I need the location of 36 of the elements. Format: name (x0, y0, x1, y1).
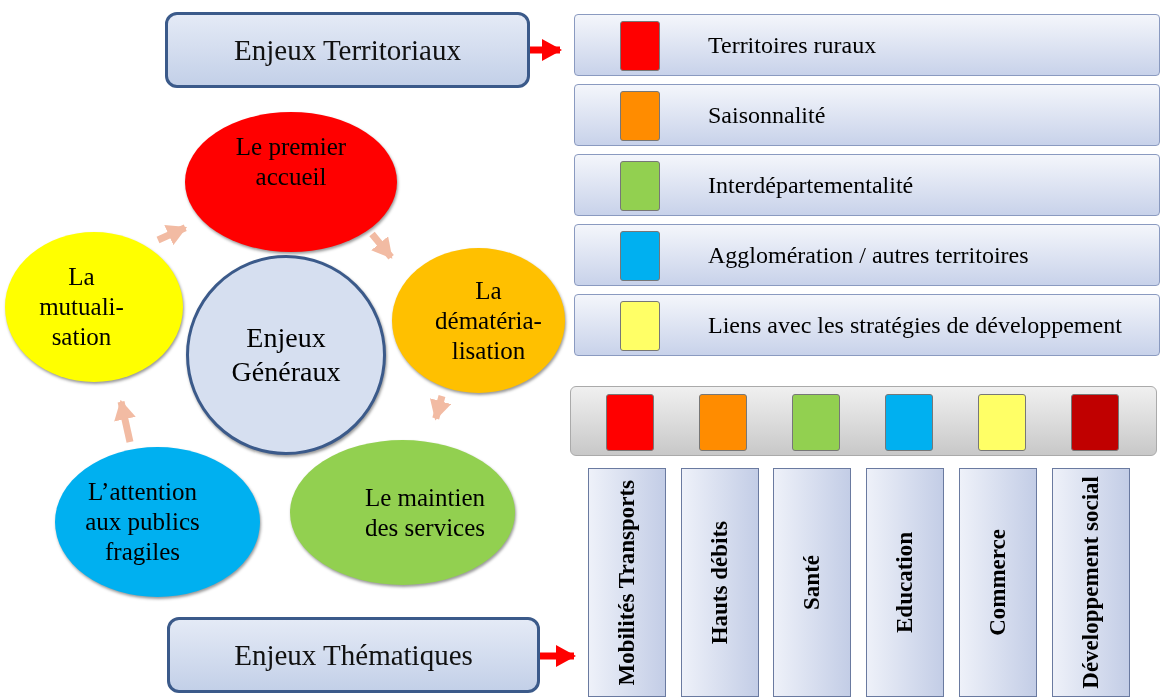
category-band (574, 84, 1160, 146)
band-label: Territoires ruraux (708, 31, 878, 60)
arrow (530, 39, 562, 61)
band-label: Agglomération / autres territoires (708, 241, 1030, 270)
column-label: Développement social (1078, 476, 1104, 689)
ellipse-label: La mutuali- sation (38, 262, 125, 352)
theme-column (866, 468, 944, 697)
theme-column (773, 468, 851, 697)
category-band (574, 294, 1160, 356)
category-band (574, 224, 1160, 286)
arrow (114, 399, 136, 443)
column-label: Santé (799, 555, 825, 610)
theme-column (959, 468, 1037, 697)
band-label: Saisonnalité (708, 101, 827, 130)
ellipse-label: Enjeux Généraux (230, 321, 342, 389)
ellipse-label: La dématéria- lisation (434, 275, 543, 366)
theme-column (588, 468, 666, 697)
arrow (429, 395, 452, 421)
column-label: Commerce (985, 529, 1011, 636)
column-label: Hauts débits (707, 520, 733, 645)
ellipse-label: Le premier accueil (234, 132, 348, 192)
arrow (369, 231, 394, 260)
column-label: Education (892, 532, 918, 633)
arrow (540, 645, 576, 667)
ellipse-label: Le maintien des services (363, 482, 487, 543)
category-band (574, 14, 1160, 76)
arrow (156, 224, 188, 246)
band-label: Liens avec les stratégies de développement (708, 311, 1123, 340)
ellipse-label: L’attention aux publics fragiles (84, 477, 201, 567)
column-label: Mobilités Transports (614, 479, 640, 686)
category-band (574, 154, 1160, 216)
label-box: Enjeux Thématiques (167, 617, 540, 693)
label-box: Enjeux Territoriaux (165, 12, 530, 88)
theme-column (681, 468, 759, 697)
band-label: Interdépartementalité (708, 171, 915, 200)
theme-column (1052, 468, 1130, 697)
